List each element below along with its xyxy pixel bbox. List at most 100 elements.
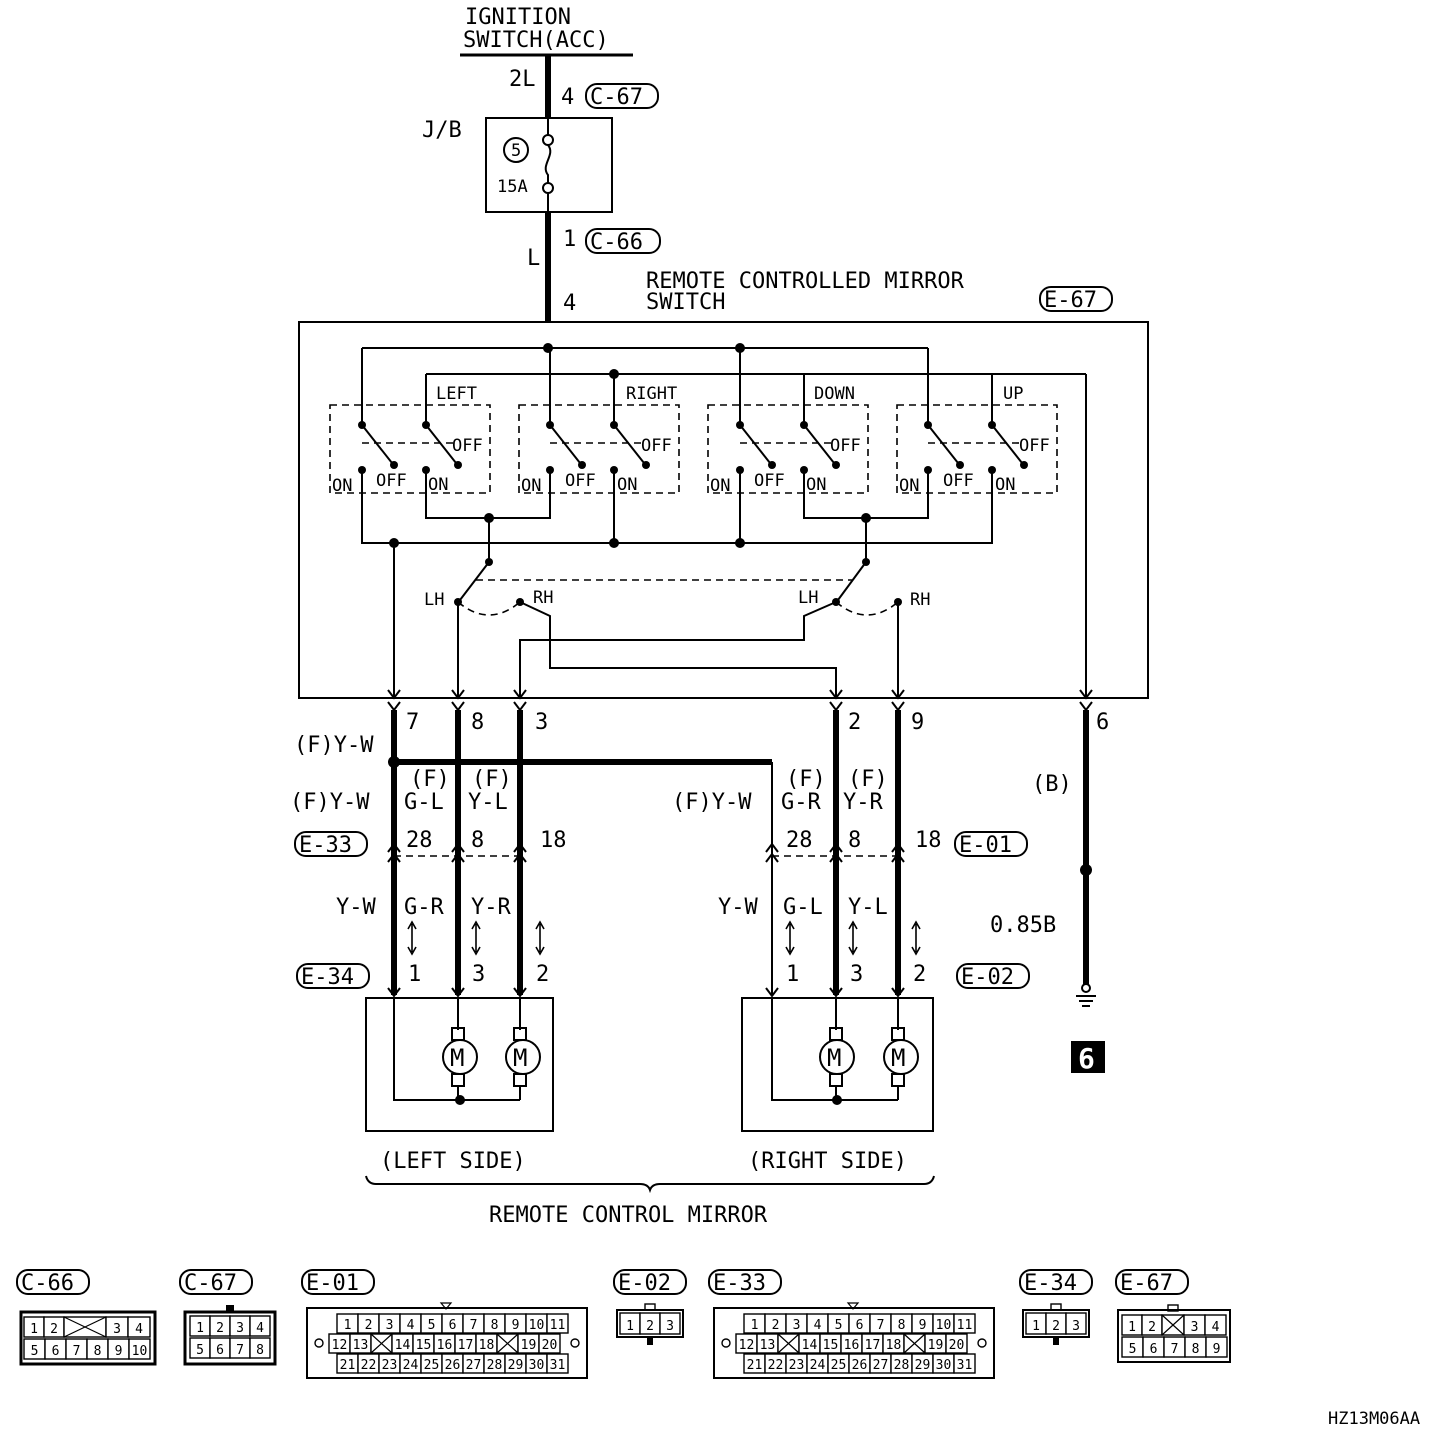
low-yl-right: Y-L	[848, 895, 888, 920]
e67-tag-text: E-67	[1044, 288, 1097, 313]
selector-lh-1: LH	[424, 590, 444, 610]
connector-pin: 2	[50, 1322, 58, 1337]
ground-symbol	[1076, 983, 1096, 1007]
connector-pin: 5	[31, 1344, 39, 1359]
connector-pin: 3	[113, 1322, 121, 1337]
face-e01-label: E-01	[306, 1271, 359, 1296]
connector-pin: 31	[957, 1358, 973, 1373]
connector-pin: 27	[873, 1358, 889, 1373]
connector-pin: 6	[856, 1318, 864, 1333]
connector-pin: 27	[466, 1358, 482, 1373]
wire-gl: G-L	[404, 790, 444, 815]
connector-pin: 6	[216, 1343, 224, 1358]
connector-pin: 9	[512, 1318, 520, 1333]
left-off-1: OFF	[376, 471, 407, 491]
connector-pin: 16	[437, 1338, 453, 1353]
connector-pin: 11	[957, 1318, 973, 1333]
connector-pin: 3	[386, 1318, 394, 1333]
switch-left-box	[329, 404, 491, 494]
e34-tag	[296, 963, 370, 989]
connector-pin: 28	[487, 1358, 503, 1373]
pin-2: 2	[848, 710, 861, 735]
right-off-1: OFF	[565, 471, 596, 491]
switch-down-label: DOWN	[814, 384, 855, 404]
connector-pin: 6	[449, 1318, 457, 1333]
right-motor-1-label: M	[827, 1044, 841, 1072]
right-side-label: (RIGHT SIDE)	[748, 1149, 907, 1174]
fuse-element	[544, 144, 552, 183]
ignition-title-line2: SWITCH(ACC)	[463, 28, 609, 53]
connector-pin: 22	[768, 1358, 784, 1373]
switch-down-box	[707, 404, 869, 494]
mirror-switch-title-line1: REMOTE CONTROLLED MIRROR	[646, 269, 965, 294]
pin-9: 9	[911, 710, 924, 735]
c66-tag-text: C-66	[590, 230, 643, 255]
e02-tag	[956, 963, 1030, 989]
e33-pin-28: 28	[406, 828, 433, 853]
e01-tag-text: E-01	[959, 833, 1012, 858]
connector-pin: 1	[1032, 1319, 1040, 1334]
connector-pin: 7	[236, 1343, 244, 1358]
ground-wire-label: 0.85B	[990, 913, 1056, 938]
down-on-2: ON	[806, 475, 826, 495]
connector-pin: 17	[865, 1338, 881, 1353]
fuse-rating: 15A	[497, 177, 528, 197]
pin-7: 7	[406, 710, 419, 735]
right-off-2: OFF	[641, 436, 672, 456]
switch-left-label: LEFT	[436, 384, 477, 404]
connector-pin: 25	[424, 1358, 440, 1373]
connector-pin: 15	[416, 1338, 432, 1353]
connector-pin: 7	[877, 1318, 885, 1333]
wire-f-gl: (F)	[410, 767, 450, 792]
up-off-2: OFF	[1019, 436, 1050, 456]
wire-2l-label: 2L	[509, 67, 536, 92]
connector-pin: 28	[894, 1358, 910, 1373]
connector-pin: 12	[332, 1338, 348, 1353]
e01-pin-28: 28	[786, 828, 813, 853]
down-off-2: OFF	[830, 436, 861, 456]
switch-right-box	[518, 404, 680, 494]
connector-pin: 23	[789, 1358, 805, 1373]
connector-pin: 20	[542, 1338, 558, 1353]
figure-code: HZ13M06AA	[1328, 1409, 1420, 1429]
connector-pin: 29	[508, 1358, 524, 1373]
c66-pin-label: 1	[563, 227, 576, 252]
fuse-number: 5	[511, 141, 521, 161]
connector-pin: 19	[928, 1338, 944, 1353]
fuse-number-circle	[503, 137, 529, 163]
wire-fyw-top: (F)Y-W	[294, 733, 374, 758]
selector-lh-2: LH	[798, 588, 818, 608]
mirror-switch-title-line2: SWITCH	[646, 290, 725, 315]
wire-fyw-right: (F)Y-W	[672, 790, 752, 815]
e67-tag	[1039, 286, 1113, 312]
c67-tag	[585, 83, 659, 109]
connector-pin: 25	[831, 1358, 847, 1373]
connector-pin: 6	[1150, 1342, 1158, 1357]
wire-b: (B)	[1032, 772, 1072, 797]
connector-pin: 3	[236, 1321, 244, 1336]
connector-pin: 1	[196, 1321, 204, 1336]
switch-right-label: RIGHT	[626, 384, 677, 404]
connector-pin: 24	[810, 1358, 826, 1373]
connector-pin: 30	[529, 1358, 545, 1373]
c67-pin-label: 4	[561, 85, 574, 110]
connector-pin: 17	[458, 1338, 474, 1353]
connector-pin: 9	[115, 1344, 123, 1359]
connector-pin: 2	[1148, 1320, 1156, 1335]
connector-pin: 8	[898, 1318, 906, 1333]
connector-pin: 3	[1072, 1319, 1080, 1334]
left-on-2: ON	[428, 475, 448, 495]
connector-pin: 3	[793, 1318, 801, 1333]
selector-rh-2: RH	[910, 590, 930, 610]
fuse-terminal-top	[542, 134, 554, 146]
jb-label: J/B	[422, 118, 462, 143]
connector-pin: 26	[852, 1358, 868, 1373]
connector-pin: 14	[802, 1338, 818, 1353]
connector-pin: 22	[361, 1358, 377, 1373]
connector-pin: 9	[1213, 1342, 1221, 1357]
connector-pin: 4	[135, 1322, 143, 1337]
connector-pin: 2	[216, 1321, 224, 1336]
wire-f-gr: (F)	[786, 767, 826, 792]
